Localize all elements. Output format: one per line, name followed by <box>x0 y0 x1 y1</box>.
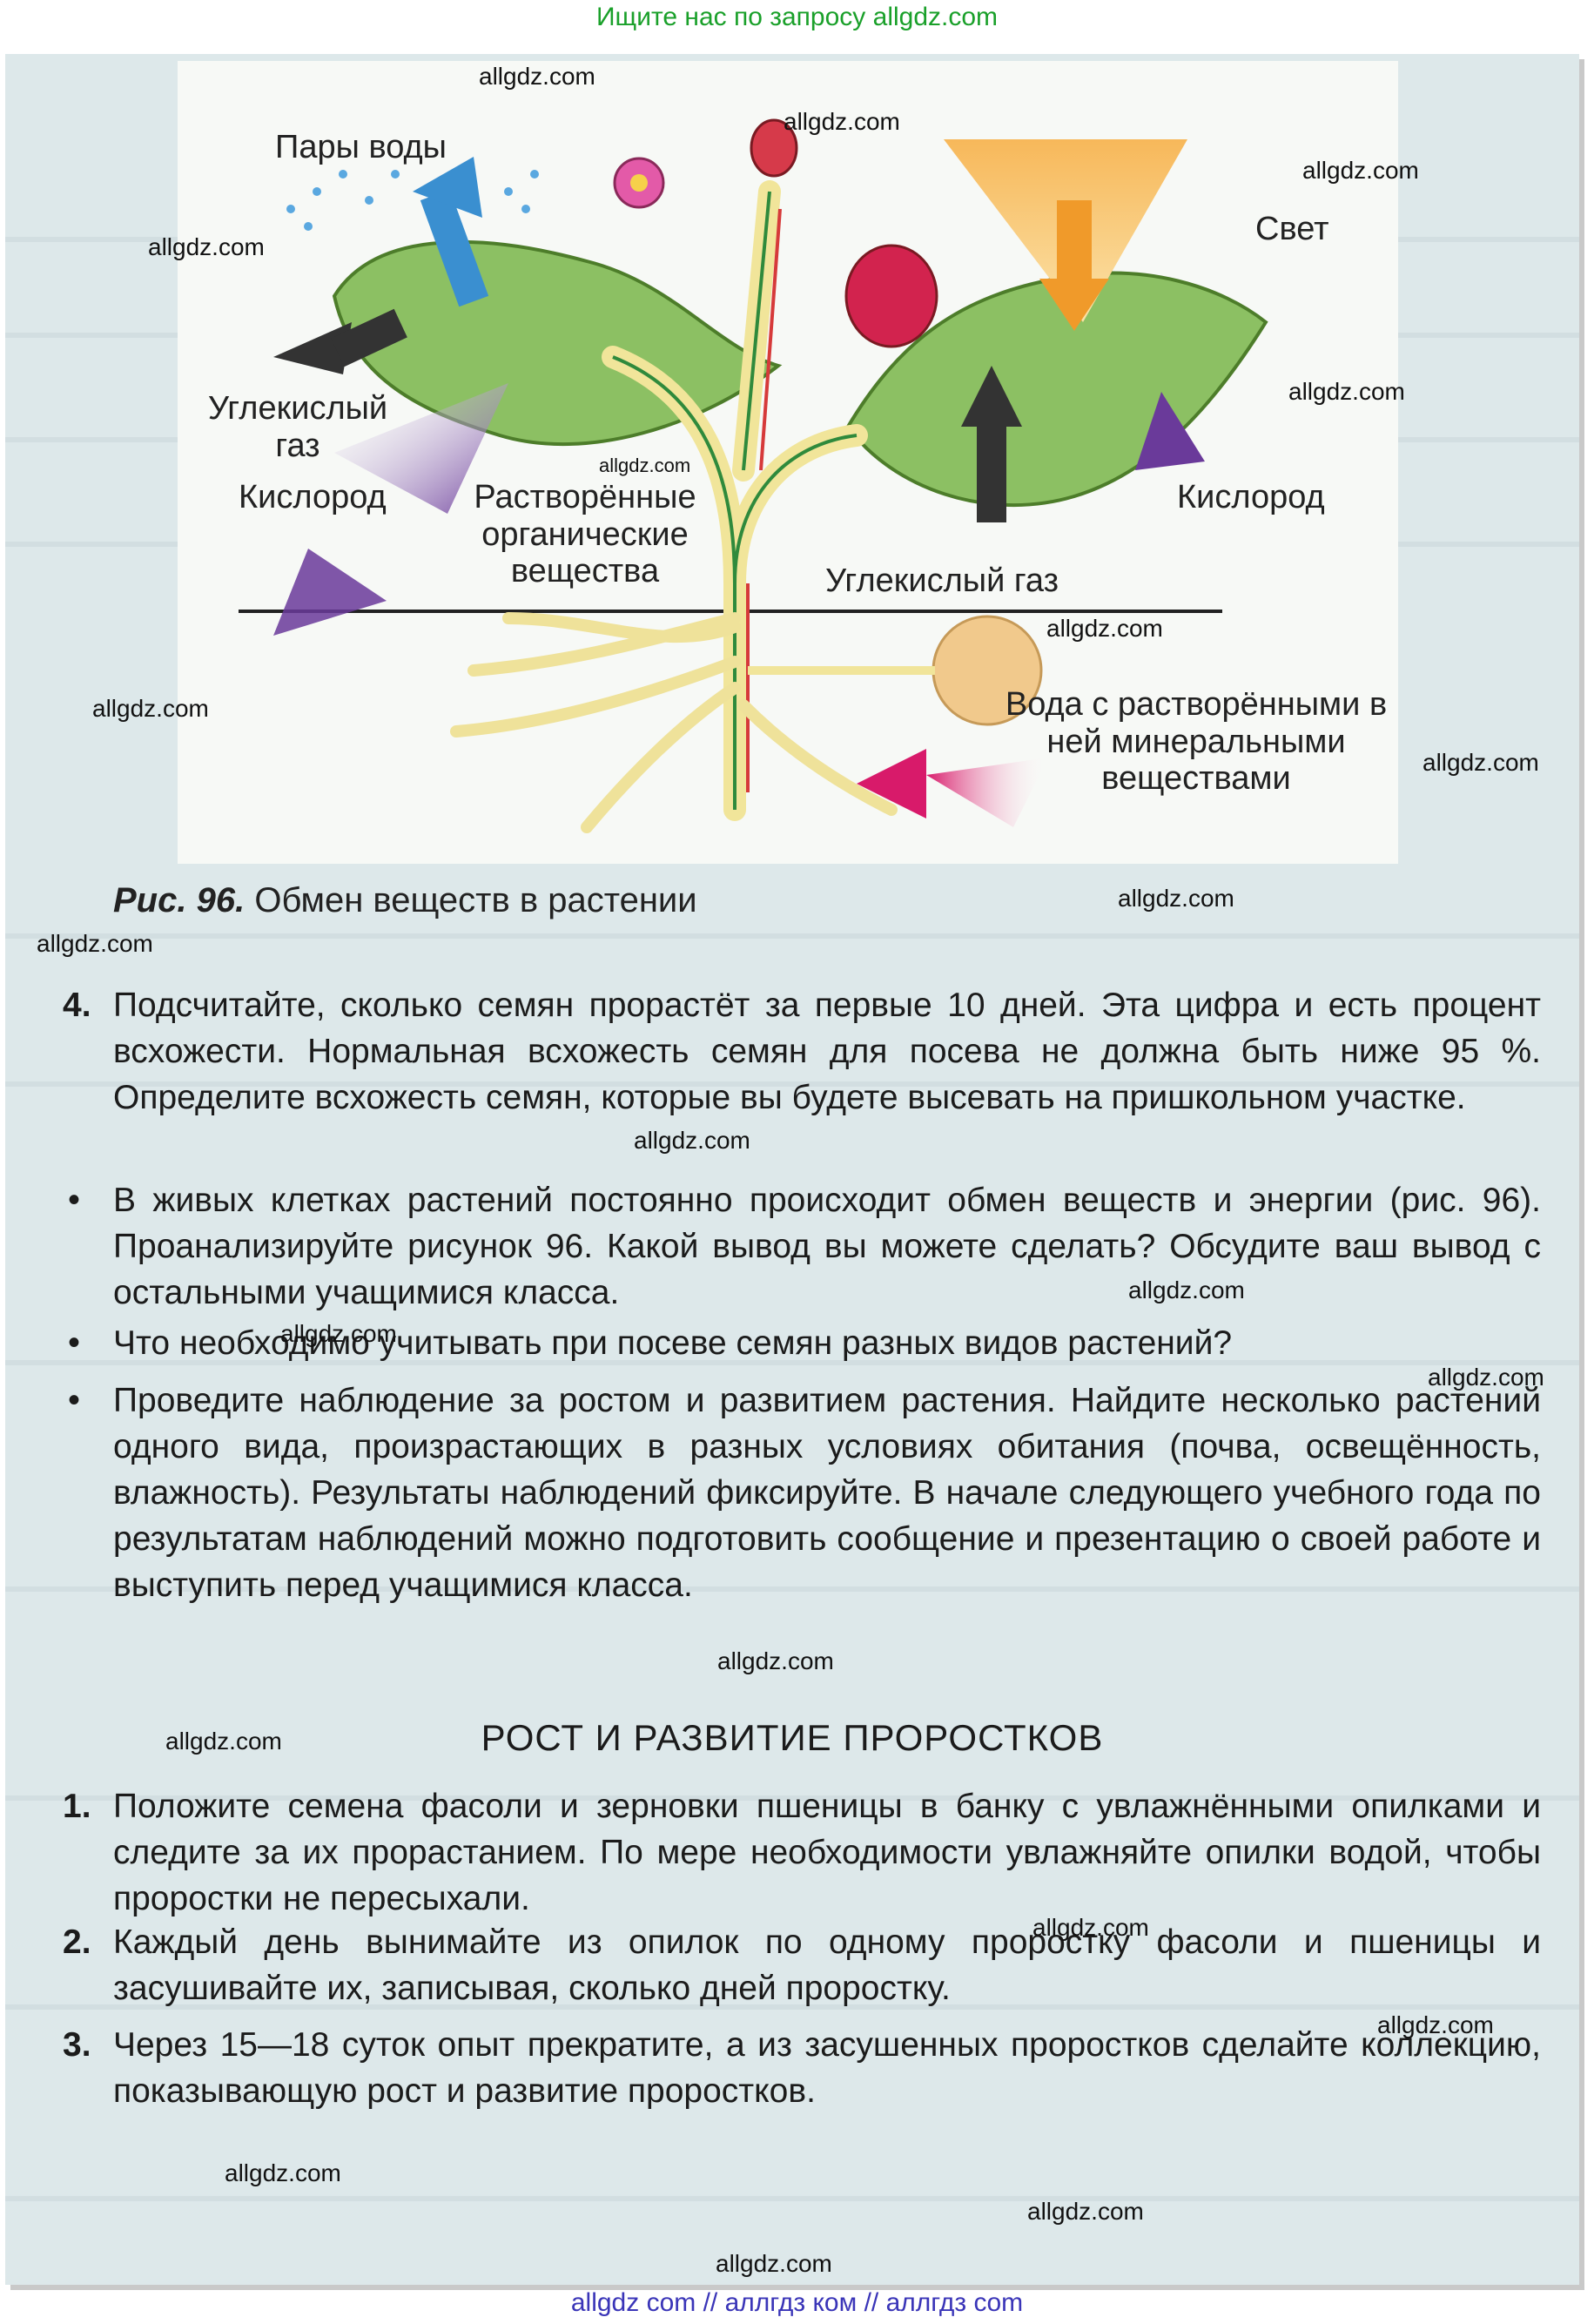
section-title: РОСТ И РАЗВИТИЕ ПРОРОСТКОВ <box>481 1717 1104 1758</box>
top-banner[interactable]: Ищите нас по запросу allgdz.com <box>595 3 999 31</box>
watermark: allgdz.com <box>634 1127 750 1154</box>
bullet-text: Что необходимо учитывать при посеве семя… <box>113 1324 1233 1362</box>
label-co2-right: Углекислый газ <box>825 562 1059 599</box>
label-light: Свет <box>1255 211 1329 247</box>
watermark: allgdz.com <box>1046 615 1163 642</box>
watermark: allgdz.com <box>599 455 691 476</box>
task-4: 4. Подсчитайте, сколько семян прорастёт … <box>63 982 1541 1121</box>
plant-illustration <box>239 118 1268 833</box>
label-organic-substances: Растворённые органические вещества <box>474 479 696 590</box>
bullet-sowing: • Что необходимо учитывать при посеве се… <box>68 1320 1541 1366</box>
step-2: 2. Каждый день вынимайте из опилок по од… <box>63 1919 1541 2011</box>
step-marker: 1. <box>63 1788 91 1825</box>
footer-links[interactable]: allgdz com // аллгдз ком // аллгдз com <box>570 2288 1024 2317</box>
watermark: allgdz.com <box>717 1647 834 1674</box>
watermark: allgdz.com <box>784 108 900 135</box>
watermark: allgdz.com <box>1027 2198 1144 2225</box>
step-marker: 2. <box>63 1923 91 1961</box>
bullet-marker: • <box>68 1381 81 1419</box>
watermark: allgdz.com <box>165 1728 282 1755</box>
watermark: allgdz.com <box>92 695 209 722</box>
bullet-text: Проведите наблюдение за ростом и развити… <box>113 1382 1541 1604</box>
bullet-observation: • Проведите наблюдение за ростом и разви… <box>68 1378 1541 1608</box>
caption-number: Рис. 96. <box>113 881 245 919</box>
label-oxygen-left: Кислород <box>239 479 387 515</box>
watermark: allgdz.com <box>1118 885 1234 912</box>
label-oxygen-right: Кислород <box>1177 479 1325 515</box>
figure-plant-metabolism: Пары воды Свет Углекислый газ Кислород Р… <box>178 61 1398 864</box>
watermark: allgdz.com <box>716 2250 832 2277</box>
step-marker: 3. <box>63 2026 91 2064</box>
bullet-marker: • <box>68 1324 81 1362</box>
task-text: Подсчитайте, сколько семян прорастёт за … <box>113 987 1541 1116</box>
watermark: allgdz.com <box>37 930 153 957</box>
watermark: allgdz.com <box>148 233 265 260</box>
step-text: Через 15—18 суток опыт прекратите, а из … <box>113 2026 1541 2110</box>
task-marker: 4. <box>63 987 91 1024</box>
figure-caption: Рис. 96. Обмен веществ в растении <box>113 881 697 920</box>
watermark: allgdz.com <box>1377 2011 1494 2038</box>
bullet-metabolism: • В живых клетках растений постоянно про… <box>68 1177 1541 1316</box>
step-text: Каждый день вынимайте из опилок по одном… <box>113 1923 1541 2007</box>
bullet-text: В живых клетках растений постоянно проис… <box>113 1182 1541 1311</box>
label-water-minerals: Вода с растворёнными в ней минеральными … <box>1005 686 1388 798</box>
bullet-marker: • <box>68 1181 81 1219</box>
step-3: 3. Через 15—18 суток опыт прекратите, а … <box>63 2022 1541 2114</box>
label-water-vapor: Пары воды <box>275 129 447 165</box>
watermark: allgdz.com <box>1288 378 1405 405</box>
watermark: allgdz.com <box>280 1320 397 1347</box>
watermark: allgdz.com <box>1032 1914 1149 1941</box>
caption-text: Обмен веществ в растении <box>254 881 697 919</box>
watermark: allgdz.com <box>1128 1277 1245 1303</box>
label-co2-left: Углекислый газ <box>207 390 388 464</box>
watermark: allgdz.com <box>225 2159 341 2186</box>
watermark: allgdz.com <box>1302 157 1419 184</box>
step-text: Положите семена фасоли и зерновки пшениц… <box>113 1788 1541 1917</box>
textbook-page: Пары воды Свет Углекислый газ Кислород Р… <box>5 54 1579 2285</box>
step-1: 1. Положите семена фасоли и зерновки пше… <box>63 1783 1541 1922</box>
watermark: allgdz.com <box>479 63 595 90</box>
watermark: allgdz.com <box>1428 1364 1544 1391</box>
watermark: allgdz.com <box>1422 749 1539 776</box>
